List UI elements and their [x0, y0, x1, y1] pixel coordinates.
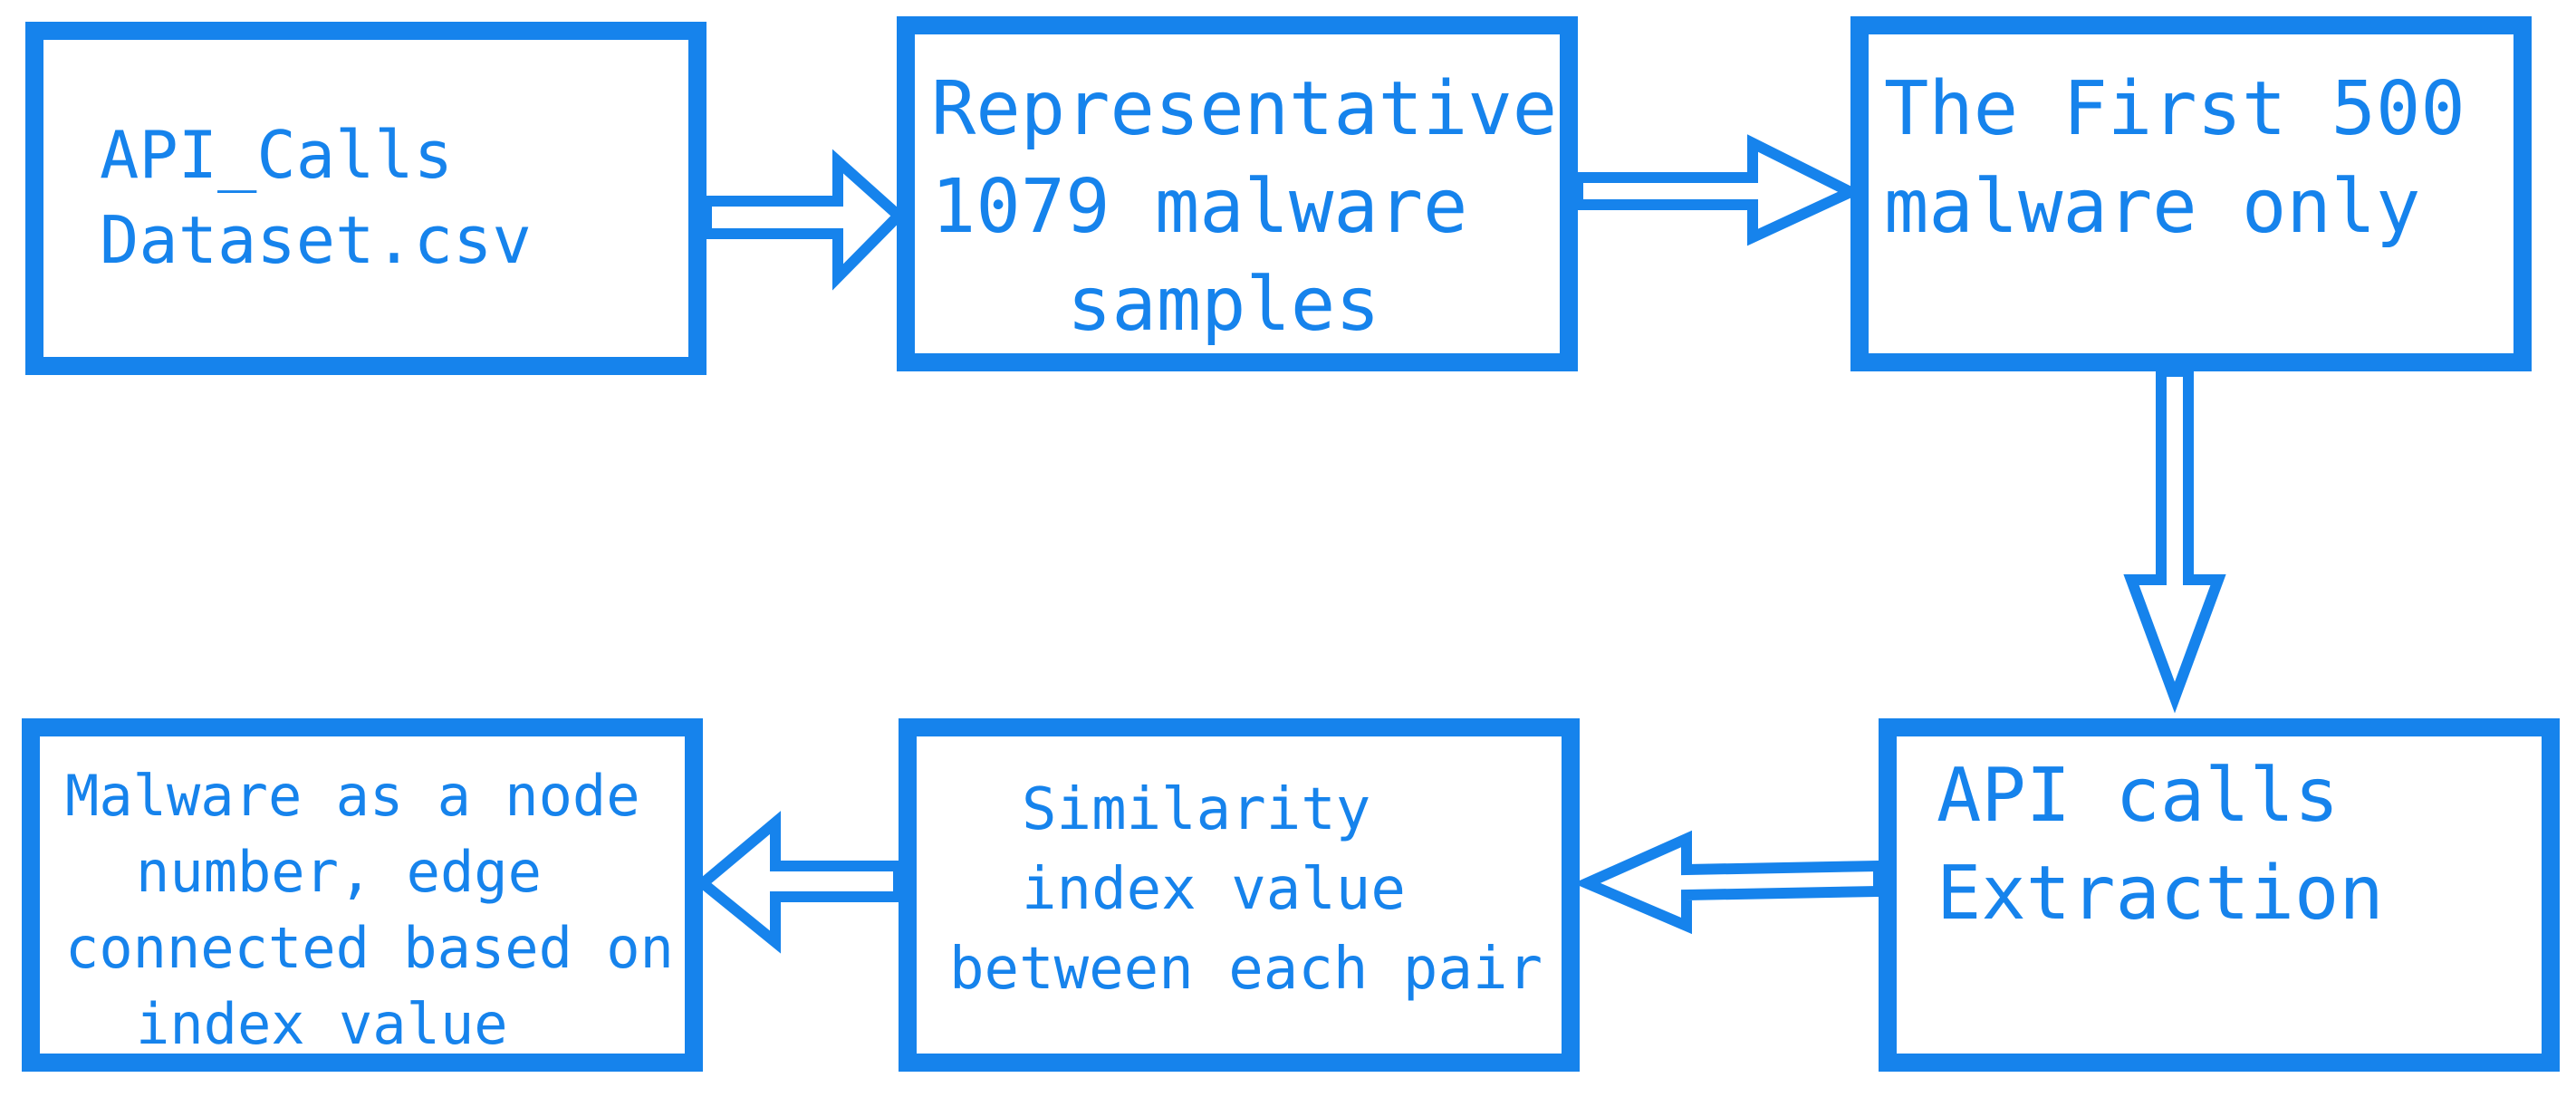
node-extraction-line-1: API calls	[1937, 753, 2340, 839]
arrow-representative-to-first500	[1572, 134, 1863, 246]
node-representative-line-2: 1079 malware	[931, 164, 1468, 250]
arrow-first500-to-extraction	[2123, 366, 2226, 714]
node-graph-line-4: index value	[136, 991, 508, 1057]
node-dataset-line-2: Dataset.csv	[100, 202, 532, 278]
node-representative-box	[897, 16, 1578, 371]
arrow-similarity-to-graph	[694, 811, 904, 954]
node-first500-label: The First 500 malware only	[1884, 72, 2465, 268]
node-representative-label: Representative 1079 malware samples	[931, 72, 1557, 366]
node-similarity-label: Similarity index value between each pair	[949, 781, 1543, 1020]
node-extraction-line-2: Extraction	[1937, 851, 2384, 937]
node-graph-label: Malware as a node number, edge connected…	[65, 768, 674, 1073]
node-dataset-box	[25, 22, 706, 375]
node-extraction-box	[1879, 718, 2560, 1072]
node-first500-line-2: malware only	[1884, 164, 2421, 250]
node-similarity-line-1: Similarity	[1022, 776, 1371, 843]
node-graph-line-2: number, edge	[136, 839, 542, 905]
arrow-extraction-to-similarity	[1572, 830, 1884, 935]
node-dataset-label: API_Calls Dataset.csv	[100, 122, 532, 293]
node-first500-line-1: The First 500	[1884, 66, 2465, 152]
node-dataset-line-1: API_Calls	[100, 117, 454, 193]
node-graph-line-3: connected based on	[65, 915, 674, 981]
node-graph-box	[22, 718, 703, 1072]
node-similarity-line-2: index value	[1022, 856, 1406, 923]
node-first500-box	[1850, 16, 2532, 371]
node-extraction-label: API calls Extraction	[1937, 759, 2384, 955]
node-representative-line-1: Representative	[931, 66, 1558, 152]
node-similarity-line-3: between each pair	[949, 936, 1543, 1003]
arrow-dataset-to-representative	[701, 149, 907, 291]
node-representative-line-3: samples	[1067, 262, 1380, 348]
node-similarity-box	[899, 718, 1580, 1072]
node-graph-line-1: Malware as a node	[65, 763, 640, 829]
